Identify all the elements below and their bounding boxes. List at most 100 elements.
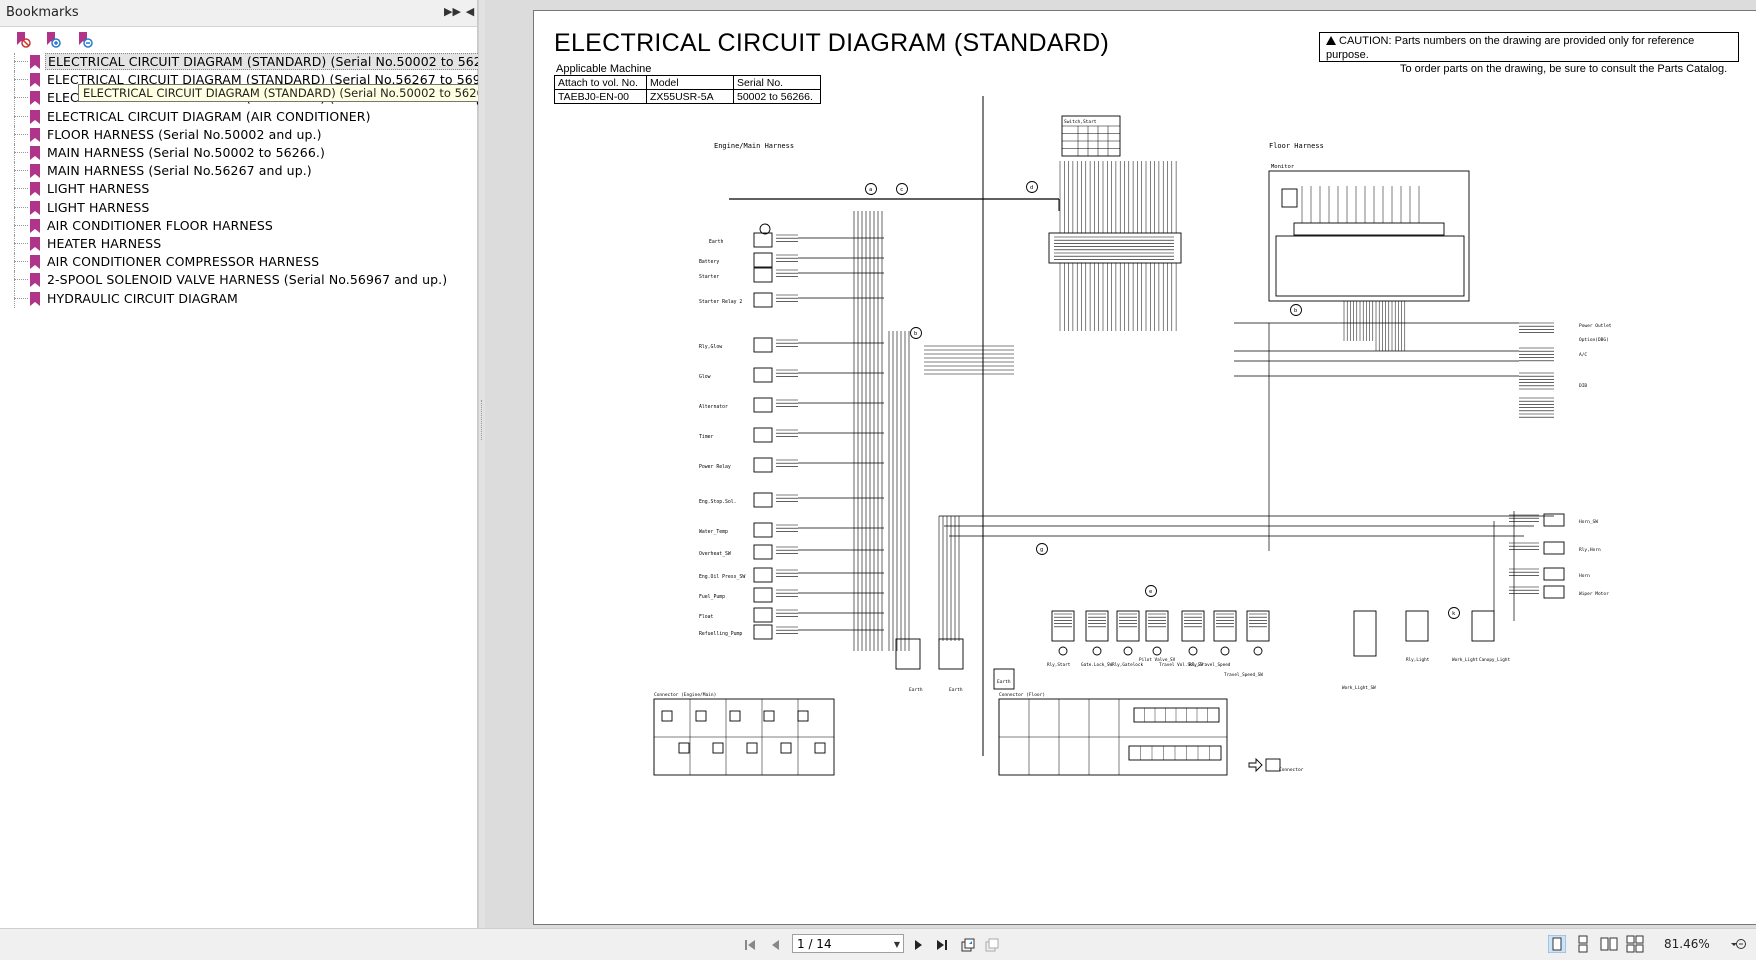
previous-view-icon[interactable]: [960, 937, 976, 953]
single-page-view-icon[interactable]: [1548, 935, 1566, 953]
component-box: [753, 492, 773, 508]
switch-symbol: [1123, 646, 1133, 656]
earth-connector: [938, 638, 964, 670]
bookmark-item[interactable]: MAIN HARNESS (Serial No.56267 and up.): [10, 162, 470, 181]
monitor-cpu-header: [1293, 222, 1445, 236]
component-label: Overheat_SW: [699, 551, 731, 557]
bookmark-icon: [30, 146, 40, 160]
panel-options-icon[interactable]: ▶▶: [444, 5, 461, 18]
switch-connector: [1246, 610, 1270, 642]
bookmark-item[interactable]: LIGHT HARNESS: [10, 198, 470, 217]
bookmark-item[interactable]: MAIN HARNESS (Serial No.50002 to 56266.): [10, 144, 470, 162]
component-box: [753, 427, 773, 443]
component-box: [1543, 585, 1565, 599]
component-label: Earth: [997, 679, 1011, 685]
component-label: Switch,Start: [1064, 119, 1097, 125]
component-box: [753, 587, 773, 603]
component-label: Float: [699, 614, 714, 620]
section-label: Engine/Main Harness: [714, 142, 794, 150]
circle-marker-label: a: [869, 187, 872, 193]
table-value-serial: 50002 to 56266.: [733, 89, 821, 104]
component-label: Eng.Stop.Sol.: [699, 499, 737, 505]
bookmark-item[interactable]: AIR CONDITIONER COMPRESSOR HARNESS: [10, 253, 470, 272]
switch-connector: [1353, 610, 1377, 657]
next-view-icon[interactable]: [984, 937, 1000, 953]
bookmark-delete-icon[interactable]: [14, 30, 32, 50]
bookmark-item[interactable]: AIR CONDITIONER FLOOR HARNESS: [10, 216, 470, 235]
switch-connector: [1051, 610, 1075, 642]
bookmark-item[interactable]: 2-SPOOL SOLENOID VALVE HARNESS (Serial N…: [10, 271, 470, 290]
component-box: [753, 397, 773, 413]
connector-pin-block: [729, 710, 741, 722]
circle-marker: [1026, 181, 1038, 193]
bookmark-icon: [30, 291, 40, 306]
continuous-facing-view-icon[interactable]: [1626, 935, 1644, 953]
bookmark-item[interactable]: ELECTRICAL CIRCUIT DIAGRAM (STANDARD) (S…: [10, 71, 506, 90]
switch-symbol: [1253, 646, 1263, 656]
circle-marker: [910, 327, 922, 339]
bookmark-item[interactable]: HEATER HARNESS: [10, 235, 470, 253]
component-box: [753, 252, 773, 268]
connector-title: Connector (Engine/Main): [654, 692, 716, 698]
previous-page-icon[interactable]: [768, 937, 784, 953]
circle-marker: [865, 183, 877, 195]
connector-pin-block: [661, 710, 673, 722]
component-box: [1543, 513, 1565, 527]
bookmark-item[interactable]: ELECTRICAL CIRCUIT DIAGRAM (STANDARD) (S…: [10, 53, 511, 71]
splitter-grip[interactable]: [481, 400, 484, 440]
collapse-panel-icon[interactable]: ◀: [465, 5, 475, 18]
bookmark-item[interactable]: LIGHT HARNESS: [10, 180, 470, 199]
bookmark-item[interactable]: FLOOR HARNESS (Serial No.50002 and up.): [10, 125, 470, 144]
bookmark-item[interactable]: ELECTRICAL CIRCUIT DIAGRAM (AIR CONDITIO…: [10, 107, 470, 126]
bookmark-label: 2-SPOOL SOLENOID VALVE HARNESS (Serial N…: [47, 272, 448, 288]
component-box: [1543, 541, 1565, 555]
chevron-down-icon[interactable]: ▼: [893, 940, 900, 949]
switch-connector: [1085, 610, 1109, 642]
component-label: Monitor: [1271, 164, 1295, 170]
component-box: [753, 367, 773, 383]
component-label: Fuel_Pump: [699, 594, 725, 600]
bookmark-label: MAIN HARNESS (Serial No.50002 to 56266.): [47, 145, 325, 160]
switch-symbol: [1058, 646, 1068, 656]
zoom-menu-icon[interactable]: [1730, 936, 1746, 952]
continuous-view-icon[interactable]: [1574, 935, 1592, 953]
bookmark-icon: [30, 200, 40, 215]
facing-view-icon[interactable]: [1600, 935, 1618, 953]
bookmark-collapse-icon[interactable]: [76, 30, 94, 50]
connector-legend-label: Connector: [1279, 767, 1304, 773]
bookmark-icon: [30, 182, 40, 197]
component-label: Earth: [949, 687, 963, 693]
bookmark-tooltip: ELECTRICAL CIRCUIT DIAGRAM (STANDARD) (S…: [78, 84, 505, 102]
circle-marker: [1448, 607, 1460, 619]
component-label: Rly,Travel_Speed: [1189, 662, 1231, 668]
bookmark-item[interactable]: HYDRAULIC CIRCUIT DIAGRAM: [10, 289, 470, 308]
bookmark-label: FLOOR HARNESS (Serial No.50002 and up.): [47, 126, 322, 142]
circle-marker-label: b: [914, 331, 917, 337]
lcd-box: [1281, 188, 1298, 208]
component-box: [753, 567, 773, 583]
table-header-serial: Serial No.: [733, 75, 821, 90]
next-page-icon[interactable]: [910, 937, 926, 953]
zoom-level[interactable]: 81.46%: [1664, 937, 1710, 951]
component-label: Glow: [699, 374, 711, 380]
first-page-icon[interactable]: [742, 937, 758, 953]
component-label: A/C: [1579, 352, 1587, 358]
bookmarks-panel: Bookmarks ▶▶ ◀ ELECTRICAL CIRCUIT DIAGRA…: [0, 0, 511, 928]
bookmark-expand-icon[interactable]: [44, 30, 62, 50]
bookmark-icon: [30, 55, 40, 69]
connector-title: Connector (Floor): [999, 692, 1045, 698]
connector-pin-block: [1133, 707, 1220, 723]
connector-pin-block: [695, 710, 707, 722]
panel-splitter[interactable]: [478, 0, 485, 928]
switch-connector: [1116, 610, 1140, 642]
connector-pin-block: [814, 742, 826, 754]
table-header-vol: Attach to vol. No.: [554, 75, 647, 90]
component-label: Work_Light: [1452, 657, 1478, 663]
component-label: Power Outlet: [1579, 323, 1612, 329]
last-page-icon[interactable]: [934, 937, 950, 953]
component-label: DIB: [1579, 383, 1587, 389]
page-number-field[interactable]: 1 / 14▼: [792, 934, 904, 953]
circle-marker-label: b: [1294, 308, 1297, 314]
